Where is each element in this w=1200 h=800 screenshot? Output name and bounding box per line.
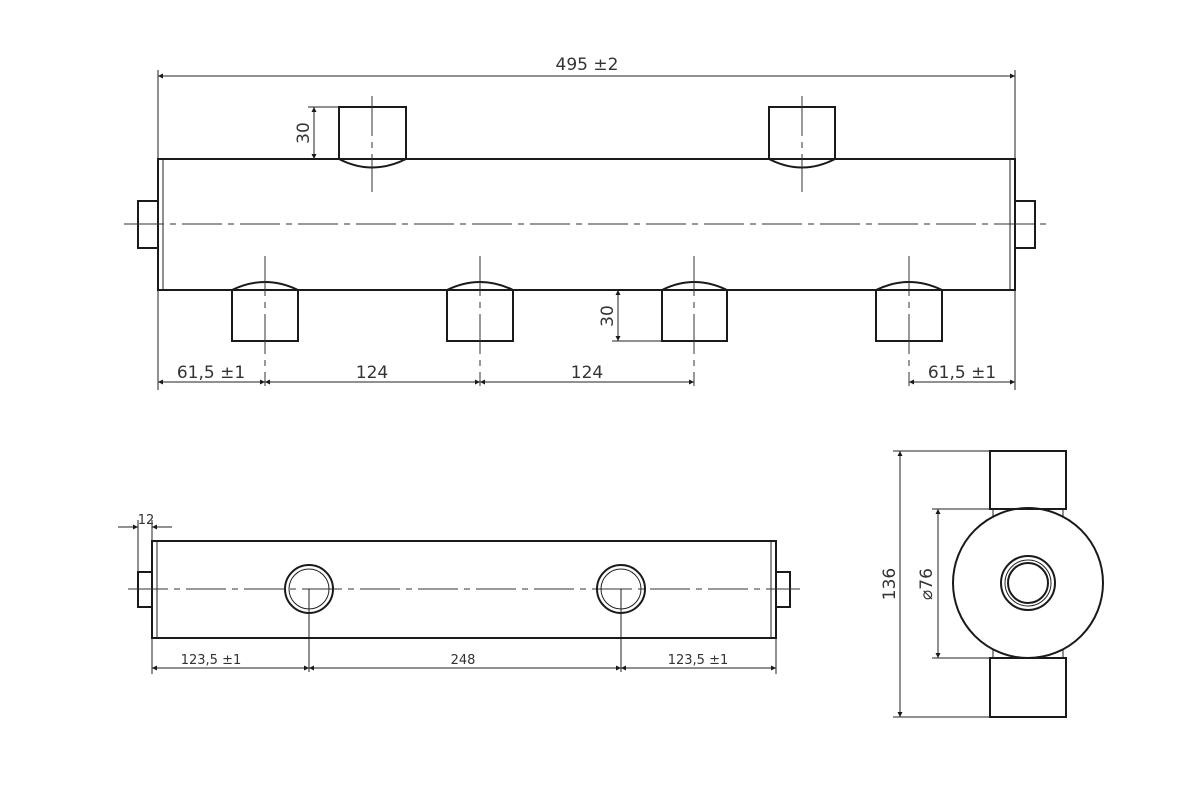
- dim-overall-height-label: 136: [880, 568, 900, 600]
- bottom-fitting-2: [446, 256, 514, 386]
- top-view-hole-2: [596, 564, 646, 672]
- side-view-inner-ring: [1007, 562, 1049, 604]
- dimension-diameter: ⌀76: [917, 508, 990, 659]
- dimension-overall-length: 495 ±2: [157, 55, 1016, 159]
- dim-diameter-label: ⌀76: [917, 568, 937, 600]
- dim-spacing-2-label: 124: [571, 363, 603, 383]
- dimension-bottom-fitting-height: 30: [598, 290, 662, 342]
- side-view-body-circle: [952, 507, 1104, 659]
- side-view-outer-ring: [1000, 555, 1056, 611]
- dimension-stub-length: 12: [118, 513, 172, 572]
- bottom-fitting-3: [661, 256, 728, 386]
- dim-top-right-offset-label: 123,5 ±1: [668, 653, 729, 668]
- dimension-top-fitting-height: 30: [294, 106, 339, 159]
- bottom-fitting-1: [231, 256, 299, 386]
- dim-stub-length-label: 12: [138, 513, 155, 528]
- dim-spacing-1-label: 124: [356, 363, 388, 383]
- top-view: 12 123,5 ±1 248 123,5 ±1: [118, 513, 800, 674]
- right-end-stub: [1015, 200, 1036, 249]
- side-view-bottom-fitting: [989, 657, 1067, 718]
- side-view-top-fitting: [989, 450, 1067, 510]
- side-view: 136 ⌀76: [880, 450, 1104, 718]
- front-view: 495 ±2: [124, 55, 1050, 390]
- dimension-chain-top: 123,5 ±1 248 123,5 ±1: [151, 638, 777, 674]
- top-view-hole-1: [284, 564, 334, 672]
- dim-right-offset-label: 61,5 ±1: [928, 363, 996, 383]
- dimension-overall-height: 136: [880, 450, 990, 718]
- dim-overall-length-label: 495 ±2: [556, 55, 619, 75]
- top-fitting-1: [338, 96, 407, 192]
- dimension-chain-front: 61,5 ±1 124 124 61,5 ±1: [157, 290, 1016, 390]
- bottom-fitting-4: [875, 256, 943, 386]
- dim-bottom-fitting-label: 30: [598, 305, 618, 327]
- dim-top-left-offset-label: 123,5 ±1: [181, 653, 242, 668]
- dim-left-offset-label: 61,5 ±1: [177, 363, 245, 383]
- top-fitting-2: [768, 96, 836, 192]
- dim-hole-spacing-label: 248: [451, 653, 476, 668]
- dim-top-fitting-label: 30: [294, 122, 314, 144]
